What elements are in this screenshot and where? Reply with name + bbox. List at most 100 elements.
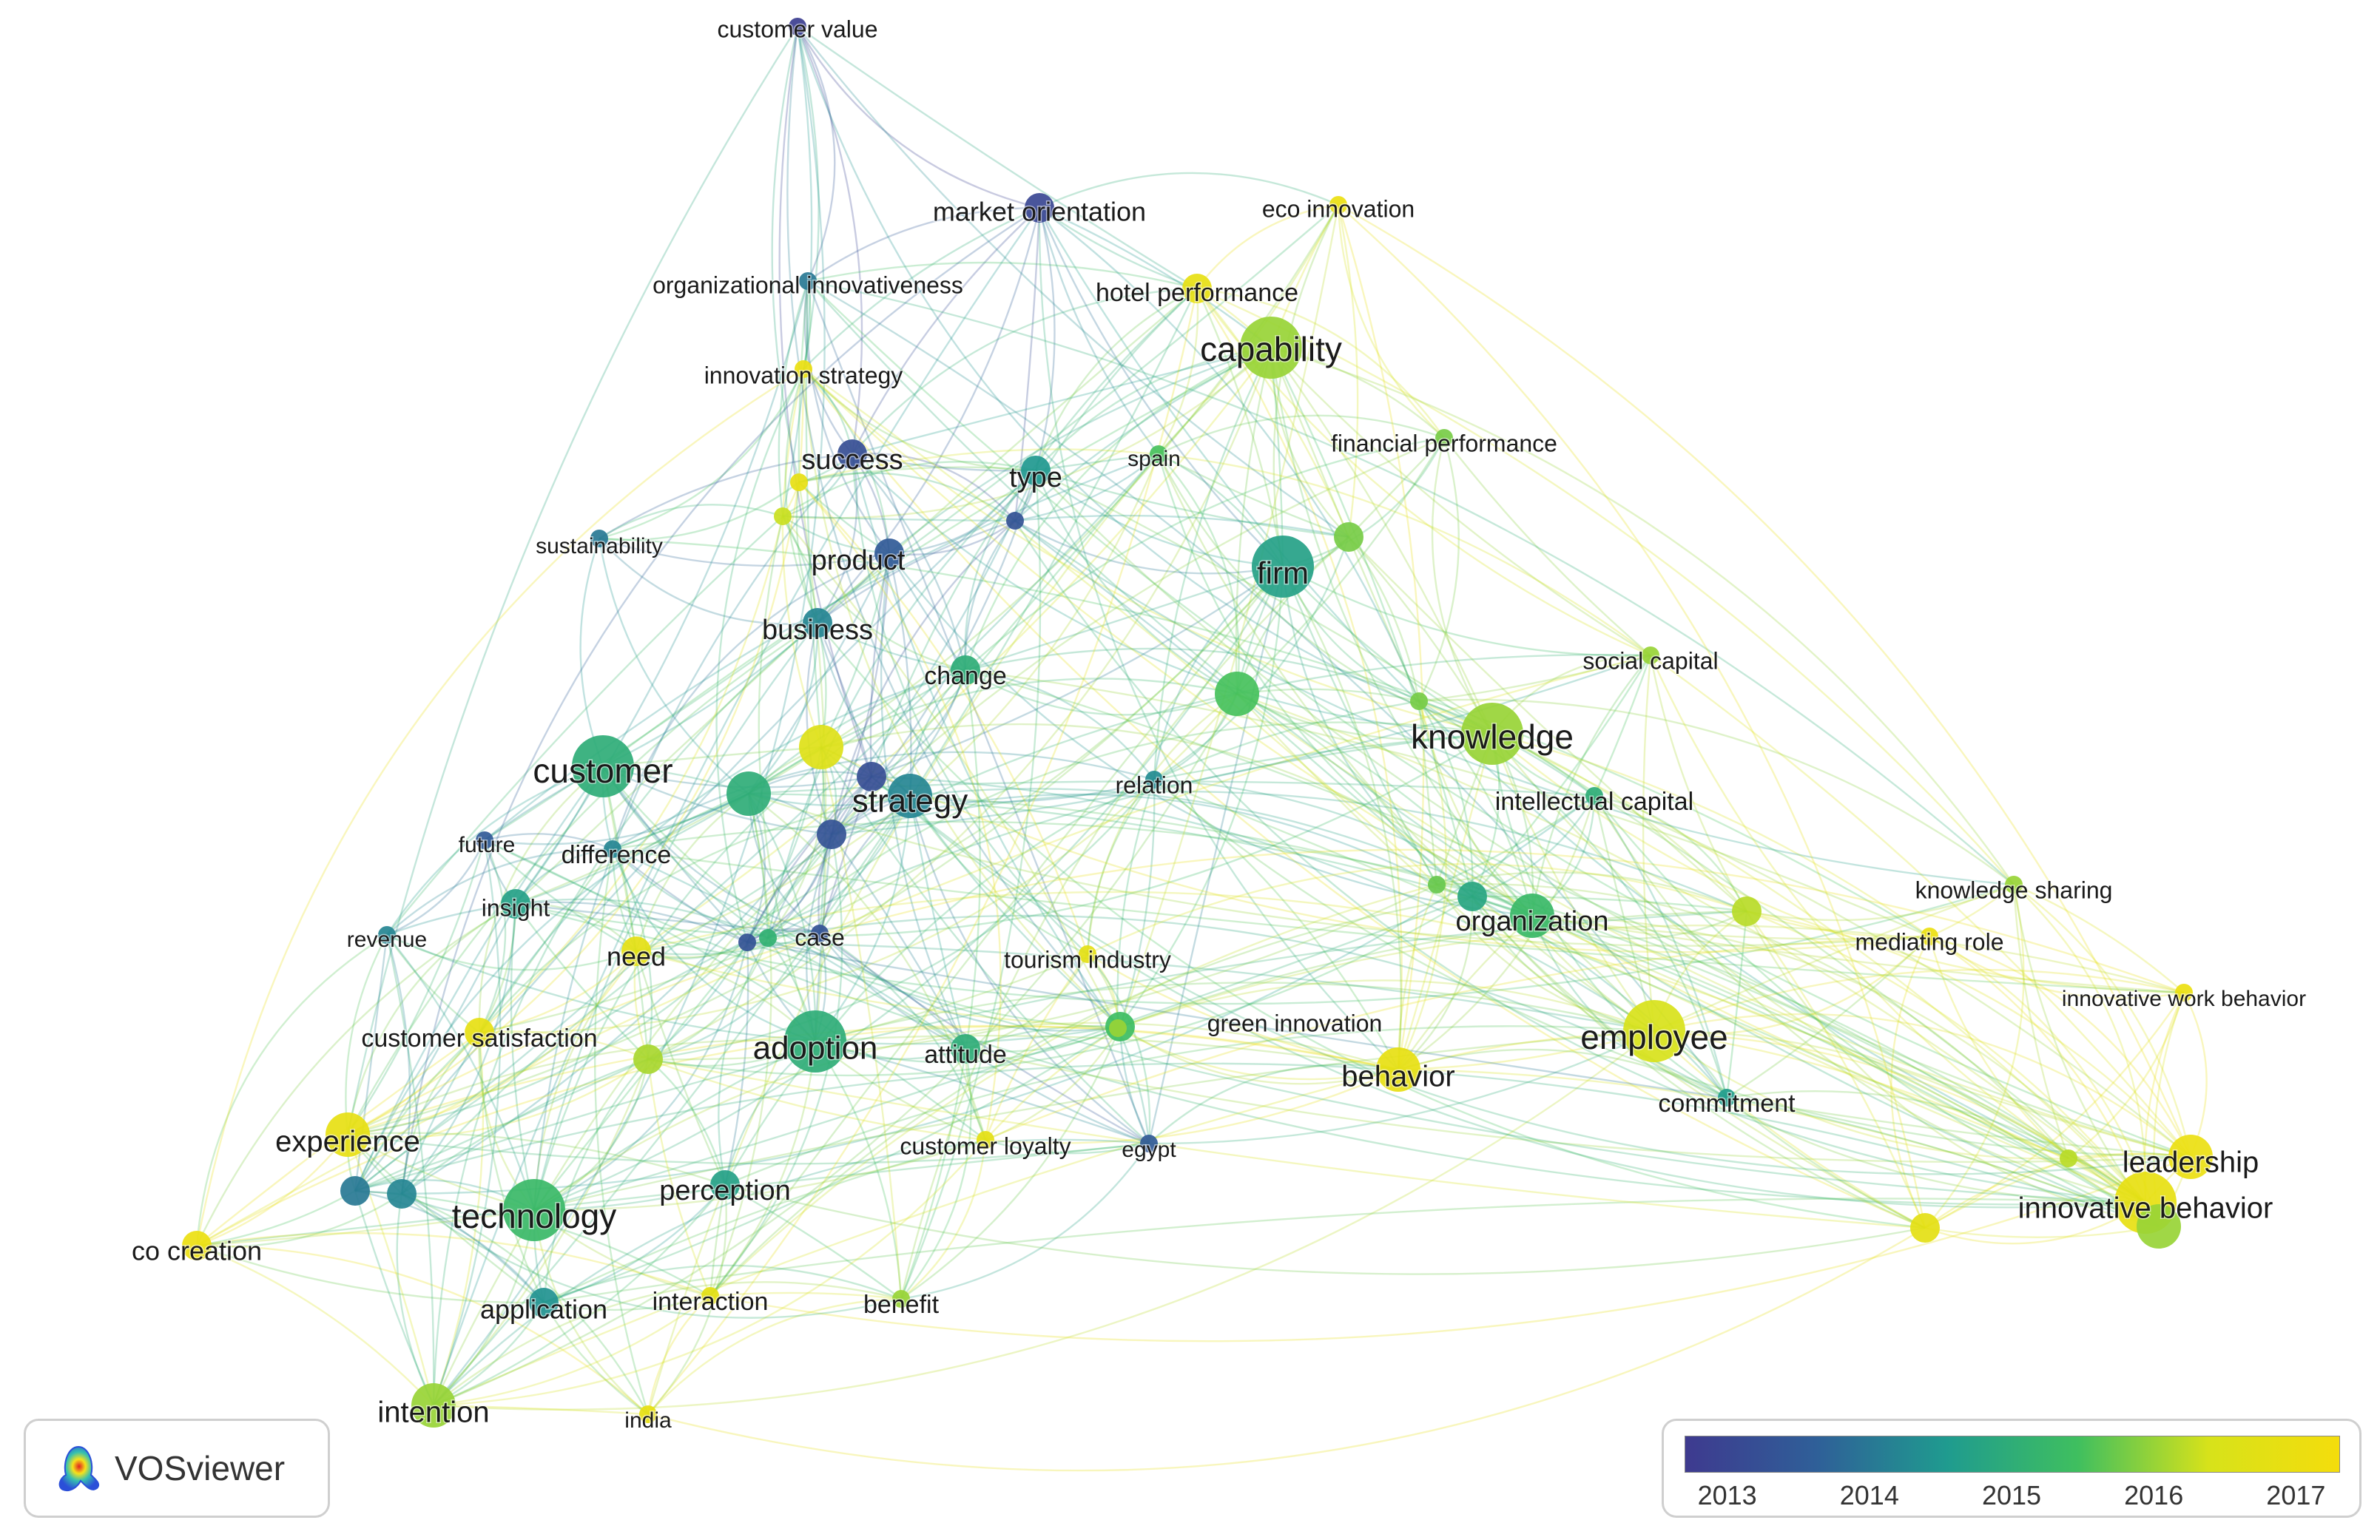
node-interaction[interactable] [701, 1287, 719, 1305]
node-behavior[interactable] [1376, 1047, 1420, 1092]
label-strategy[interactable]: strategy [851, 782, 969, 820]
label-tourism-industry[interactable]: tourism industry [1003, 945, 1173, 974]
label-spain[interactable]: spain [1127, 445, 1182, 472]
node-insight[interactable] [501, 889, 530, 919]
node-benefit[interactable] [892, 1290, 910, 1308]
node-knowledge-sharing[interactable] [2005, 876, 2023, 894]
node-social-capital[interactable] [1642, 646, 1659, 664]
node-egypt[interactable] [1140, 1135, 1158, 1152]
label-mediating-role[interactable]: mediating role [1854, 928, 2005, 956]
label-green-innovation[interactable]: green innovation [1206, 1009, 1383, 1038]
label-customer[interactable]: customer [532, 751, 674, 791]
node-unlabeled[interactable] [774, 507, 792, 525]
node-application[interactable] [529, 1288, 559, 1317]
node-revenue[interactable] [378, 926, 396, 944]
node-customer-loyalty[interactable] [977, 1131, 994, 1149]
node-product[interactable] [874, 538, 904, 568]
node-customer[interactable] [572, 735, 634, 797]
label-attitude[interactable]: attitude [923, 1039, 1008, 1070]
node-unlabeled[interactable] [2060, 1149, 2077, 1167]
node-leadership[interactable] [2168, 1135, 2213, 1179]
label-social-capital[interactable]: social capital [1582, 646, 1719, 675]
label-application[interactable]: application [479, 1293, 608, 1325]
label-hotel-performance[interactable]: hotel performance [1094, 277, 1299, 308]
label-perception[interactable]: perception [658, 1175, 792, 1208]
label-insight[interactable]: insight [480, 894, 551, 922]
node-future[interactable] [476, 831, 493, 849]
node-technology[interactable] [503, 1179, 565, 1241]
node-unlabeled[interactable] [633, 1044, 663, 1074]
node-strategy[interactable] [888, 774, 932, 818]
label-intention[interactable]: intention [377, 1395, 491, 1430]
label-customer-value[interactable]: customer value [716, 15, 879, 44]
node-business[interactable] [803, 608, 832, 638]
label-capability[interactable]: capability [1199, 329, 1344, 370]
label-organization[interactable]: organization [1454, 905, 1610, 939]
node-unlabeled[interactable] [817, 820, 846, 849]
node-customer-value[interactable] [789, 18, 806, 36]
node-case[interactable] [811, 925, 829, 942]
node-need[interactable] [621, 936, 651, 966]
label-benefit[interactable]: benefit [862, 1289, 940, 1320]
node-unlabeled[interactable] [857, 762, 886, 791]
node-change[interactable] [951, 655, 980, 685]
node-unlabeled[interactable] [738, 933, 756, 951]
label-customer-loyalty[interactable]: customer loyalty [899, 1132, 1072, 1161]
node-adoption[interactable] [784, 1010, 846, 1073]
node-unlabeled[interactable] [1334, 522, 1363, 552]
label-commitment[interactable]: commitment [1657, 1088, 1797, 1118]
node-employee[interactable] [1623, 1000, 1685, 1062]
node-experience[interactable] [326, 1112, 370, 1157]
node-innovation-strategy[interactable] [795, 360, 812, 378]
label-success[interactable]: success [800, 444, 904, 477]
node-india[interactable] [639, 1405, 657, 1423]
node-unlabeled[interactable] [2137, 1204, 2181, 1249]
label-innovative-work-behavior[interactable]: innovative work behavior [2060, 985, 2307, 1012]
label-firm[interactable]: firm [1256, 555, 1310, 592]
label-future[interactable]: future [457, 831, 516, 858]
label-customer-satisfaction[interactable]: customer satisfaction [360, 1023, 599, 1053]
node-intellectual-capital[interactable] [1585, 787, 1603, 805]
label-revenue[interactable]: revenue [345, 926, 428, 953]
node-unlabeled[interactable] [1732, 896, 1762, 926]
node-unlabeled[interactable] [340, 1176, 370, 1206]
node-unlabeled[interactable] [1410, 692, 1428, 710]
node-unlabeled[interactable] [1006, 512, 1024, 530]
label-egypt[interactable]: egypt [1121, 1136, 1178, 1163]
node-organizational-innovativeness[interactable] [799, 272, 817, 290]
node-sustainability[interactable] [590, 530, 608, 547]
node-unlabeled[interactable] [790, 473, 808, 491]
label-employee[interactable]: employee [1580, 1017, 1729, 1058]
label-interaction[interactable]: interaction [651, 1286, 769, 1317]
node-market-orientation[interactable] [1025, 193, 1054, 223]
node-difference[interactable] [604, 840, 621, 858]
label-co-creation[interactable]: co creation [130, 1235, 263, 1267]
label-change[interactable]: change [923, 661, 1008, 691]
node-unlabeled[interactable] [387, 1179, 417, 1209]
label-case[interactable]: case [794, 923, 846, 952]
node-spain[interactable] [1150, 445, 1167, 463]
node-unlabeled[interactable] [727, 771, 771, 816]
label-difference[interactable]: difference [560, 840, 672, 870]
node-customer-satisfaction[interactable] [465, 1018, 494, 1047]
node-unlabeled[interactable] [1428, 876, 1446, 894]
node-unlabeled[interactable] [1215, 672, 1259, 716]
node-unlabeled[interactable] [1910, 1213, 1940, 1243]
label-knowledge[interactable]: knowledge [1410, 717, 1575, 757]
node-unlabeled[interactable] [759, 929, 777, 947]
node-financial-performance[interactable] [1435, 429, 1453, 447]
label-innovative-behavior[interactable]: innovative behavior [2017, 1191, 2274, 1226]
label-market-orientation[interactable]: market orientation [931, 195, 1147, 228]
node-co-creation[interactable] [182, 1231, 212, 1260]
label-product[interactable]: product [810, 544, 906, 578]
node-success[interactable] [837, 439, 867, 469]
label-financial-performance[interactable]: financial performance [1330, 429, 1559, 458]
node-hotel-performance[interactable] [1182, 274, 1212, 303]
node-firm[interactable] [1252, 536, 1314, 598]
label-innovation-strategy[interactable]: innovation strategy [703, 361, 904, 390]
node-attitude[interactable] [951, 1034, 980, 1064]
node-type[interactable] [1021, 456, 1051, 485]
label-adoption[interactable]: adoption [752, 1029, 879, 1067]
label-india[interactable]: india [624, 1407, 673, 1433]
node-intention[interactable] [411, 1383, 456, 1428]
